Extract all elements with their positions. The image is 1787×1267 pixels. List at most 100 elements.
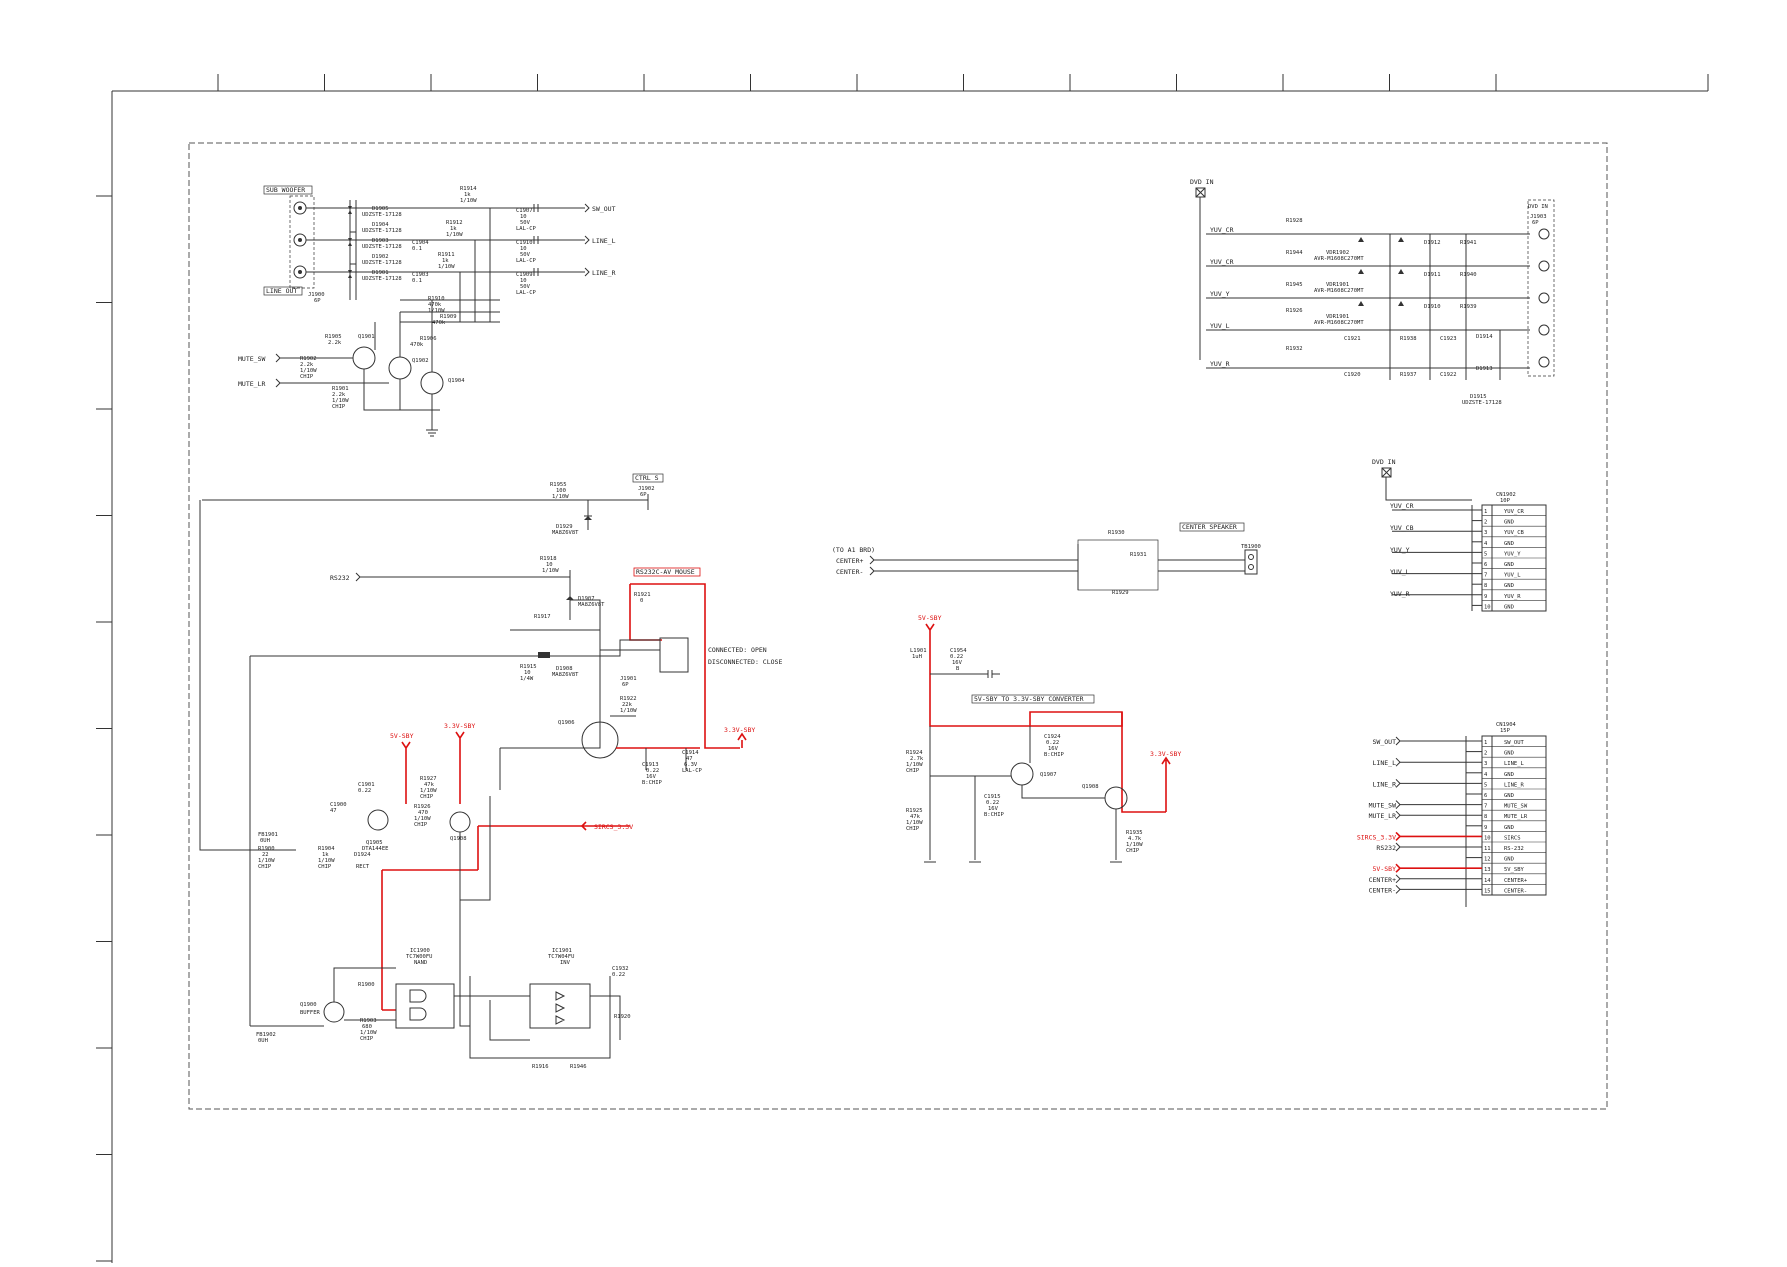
svg-text:AVR-M1608C270MT: AVR-M1608C270MT [1314,320,1364,326]
svg-text:1k: 1k [464,192,471,198]
svg-text:R1944: R1944 [1286,250,1303,256]
svg-text:B:CHIP: B:CHIP [1044,752,1065,758]
svg-text:0.22: 0.22 [612,972,625,978]
svg-text:CHIP: CHIP [258,864,272,870]
svg-text:R1905: R1905 [325,334,342,340]
svg-text:0.22: 0.22 [1046,740,1059,746]
svg-text:1/10W: 1/10W [460,198,477,204]
svg-text:UDZSTE-17128: UDZSTE-17128 [362,260,402,266]
svg-text:R1938: R1938 [1400,336,1417,342]
cn1904-net-label: CENTER- [1369,886,1396,894]
svg-text:J1903: J1903 [1530,214,1547,220]
svg-text:16V: 16V [646,774,657,780]
svg-text:J1902: J1902 [638,486,655,492]
svg-text:D1915: D1915 [1470,394,1487,400]
svg-text:1/10W: 1/10W [906,820,923,826]
svg-text:R1937: R1937 [1400,372,1417,378]
cn1902-pin-label: YUV_Y [1504,551,1521,557]
svg-text:0.22: 0.22 [950,654,963,660]
svg-text:YUV_L: YUV_L [1390,568,1410,576]
cn1902-pin-number: 8 [1484,583,1487,589]
svg-text:INV: INV [560,960,571,966]
svg-text:YUV_L: YUV_L [1210,322,1230,330]
svg-text:YUV_Y: YUV_Y [1210,290,1230,298]
svg-text:C1915: C1915 [984,794,1001,800]
svg-text:Q1902: Q1902 [412,358,429,364]
cn1904-pin-number: 2 [1484,751,1487,757]
cn1904-pin-label: SW_OUT [1504,740,1525,746]
svg-text:1/4W: 1/4W [520,676,534,682]
connected-note: CONNECTED: OPEN [708,646,767,654]
svg-text:Q1901: Q1901 [358,334,375,340]
svg-text:1/10W: 1/10W [300,368,317,374]
svg-text:UDZSTE-17128: UDZSTE-17128 [362,212,402,218]
svg-text:CHIP: CHIP [906,826,920,832]
svg-text:D1901: D1901 [372,270,389,276]
sw-out-port: SW_OUT [592,205,616,213]
center-speaker-label: CENTER SPEAKER [1182,523,1237,531]
cn1904-pin-number: 7 [1484,804,1487,810]
converter-label: 5V-SBY TO 3.3V-SBY CONVERTER [974,695,1084,703]
svg-text:22: 22 [262,852,269,858]
dvd-in-label-top: DVD IN [1190,178,1214,186]
svg-text:D1929: D1929 [556,524,573,530]
svg-text:R1918: R1918 [540,556,557,562]
svg-text:LAL-CP: LAL-CP [516,258,537,264]
svg-text:TC7W00FU: TC7W00FU [406,954,433,960]
svg-text:1/10W: 1/10W [414,816,431,822]
svg-text:10: 10 [524,670,531,676]
svg-text:C1914: C1914 [682,750,699,756]
cn1904-net-label: MUTE_SW [1369,802,1396,810]
svg-text:C1922: C1922 [1440,372,1457,378]
cn1902-pin-number: 4 [1484,541,1488,547]
svg-text:LAL-CP: LAL-CP [516,290,537,296]
svg-text:R1903: R1903 [360,1018,377,1024]
svg-text:R1939: R1939 [1460,304,1477,310]
svg-text:UDZSTE-17128: UDZSTE-17128 [1462,400,1502,406]
svg-text:CHIP: CHIP [906,768,920,774]
net-3v3-sby-converter: 3.3V-SBY [1150,750,1181,758]
svg-text:CN1902: CN1902 [1496,492,1516,498]
cn1904-pin-label: CENTER- [1504,888,1527,894]
svg-text:MA8Z6V8T: MA8Z6V8T [552,672,579,678]
cn1902-pin-number: 2 [1484,520,1487,526]
svg-text:C1901: C1901 [358,782,375,788]
svg-text:YUV_CB: YUV_CB [1390,524,1414,532]
svg-text:AVR-M1608C270MT: AVR-M1608C270MT [1314,288,1364,294]
to-a1-brd: (TO A1 BRD) [832,546,875,554]
sub-woofer-label: SUB WOOFER [266,186,305,194]
svg-text:C1910: C1910 [516,240,533,246]
svg-text:CHIP: CHIP [300,374,314,380]
svg-text:1/10W: 1/10W [552,494,569,500]
svg-text:2.2k: 2.2k [332,392,346,398]
svg-text:R1906: R1906 [420,336,437,342]
svg-text:4.7k: 4.7k [1128,836,1142,842]
svg-text:1/10W: 1/10W [1126,842,1143,848]
sheet-frame [96,74,1709,1263]
svg-text:16V: 16V [1048,746,1059,752]
svg-text:C1904: C1904 [412,240,429,246]
svg-text:10: 10 [546,562,553,568]
svg-text:10: 10 [520,246,527,252]
svg-text:R1902: R1902 [300,356,317,362]
svg-text:BUFFER: BUFFER [300,1010,321,1016]
svg-text:J1901: J1901 [620,676,637,682]
line-out-label: LINE OUT [266,287,297,295]
svg-text:D1912: D1912 [1424,240,1441,246]
svg-text:0.1: 0.1 [412,278,422,284]
center-plus-port: CENTER+ [836,557,863,565]
svg-text:50V: 50V [520,284,531,290]
cn1904-pin-number: 10 [1484,835,1491,841]
net-5v-sby-converter: 5V-SBY [918,614,942,622]
svg-text:0UH: 0UH [260,838,270,844]
svg-text:YUV_CR: YUV_CR [1210,258,1234,266]
cn1904-pin-number: 3 [1484,761,1487,767]
svg-text:470k: 470k [428,302,442,308]
svg-text:R1945: R1945 [1286,282,1303,288]
svg-text:C1913: C1913 [642,762,659,768]
svg-text:Q1904: Q1904 [448,378,465,384]
cn1904-pin-label: GND [1504,772,1514,778]
svg-text:R1915: R1915 [520,664,537,670]
cn1904-net-label: CENTER+ [1369,876,1396,884]
